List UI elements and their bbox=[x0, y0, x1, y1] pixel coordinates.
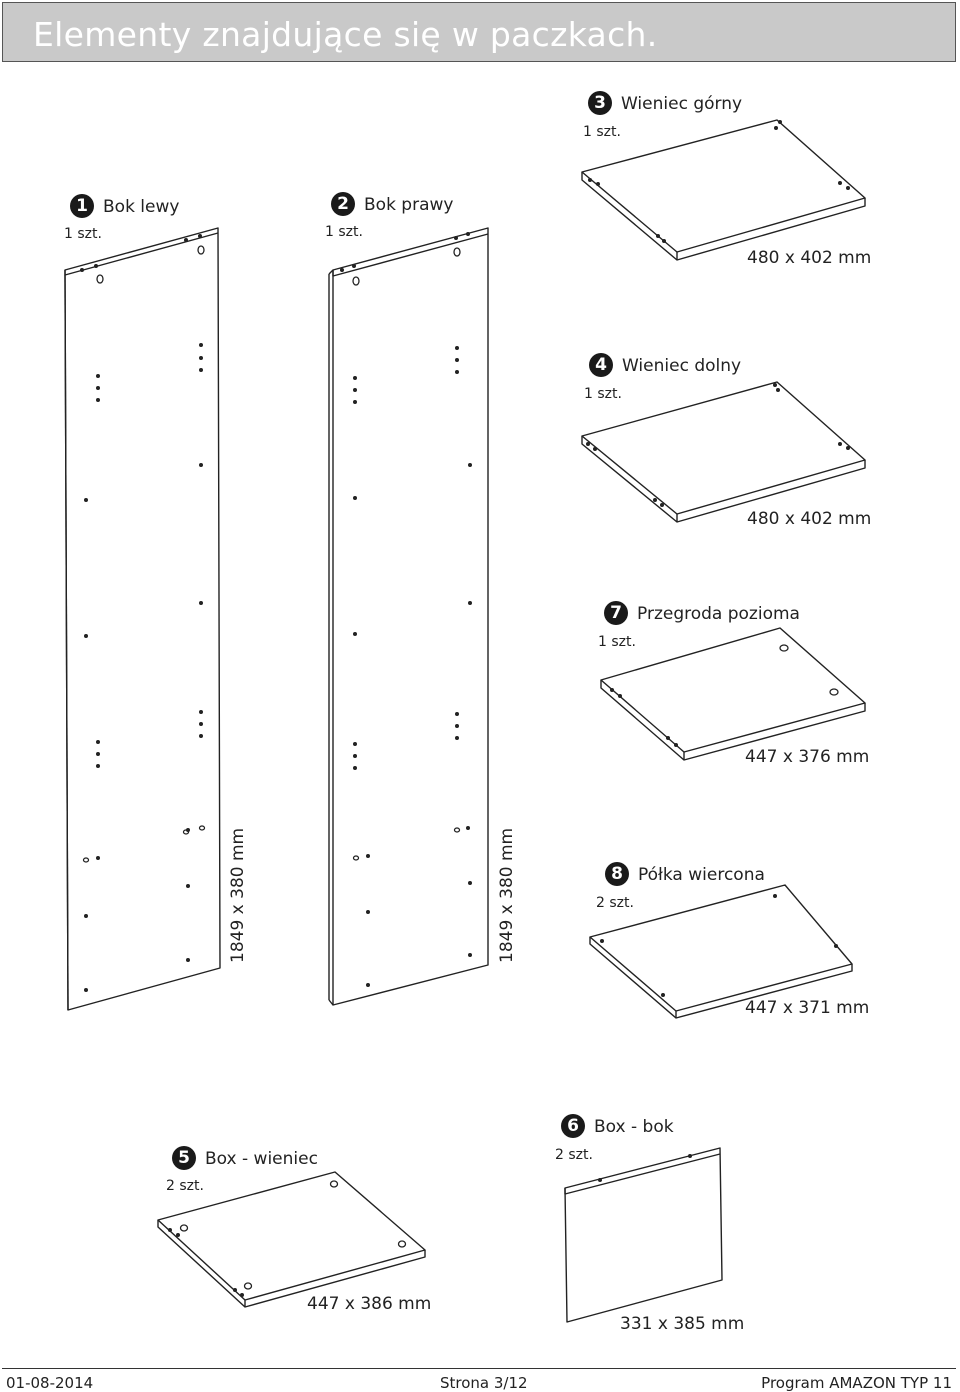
footer-program-name: Program AMAZON TYP 11 bbox=[761, 1374, 952, 1392]
part-number-badge: 6 bbox=[561, 1114, 585, 1138]
part-quantity: 1 szt. bbox=[64, 226, 102, 242]
part-quantity: 1 szt. bbox=[598, 634, 636, 650]
part-quantity: 1 szt. bbox=[583, 124, 621, 140]
part-3-drawing bbox=[581, 119, 866, 261]
part-2-drawing bbox=[328, 227, 489, 1006]
part-dimensions: 331 x 385 mm bbox=[620, 1314, 745, 1334]
part-name-label: Wieniec górny bbox=[621, 94, 743, 114]
page-title: Elementy znajdujące się w paczkach. bbox=[33, 15, 658, 54]
part-quantity: 1 szt. bbox=[325, 224, 363, 240]
part-name-label: Bok prawy bbox=[364, 195, 454, 215]
part-quantity: 2 szt. bbox=[166, 1178, 204, 1194]
part-6-drawing bbox=[564, 1147, 723, 1323]
part-4-drawing bbox=[581, 381, 866, 523]
part-dimensions: 1849 x 380 mm bbox=[497, 827, 517, 963]
part-dimensions: 480 x 402 mm bbox=[747, 509, 872, 529]
part-7-drawing bbox=[600, 627, 866, 761]
part-number-badge: 2 bbox=[331, 192, 355, 216]
part-5-drawing bbox=[157, 1171, 426, 1308]
part-number-badge: 4 bbox=[589, 353, 613, 377]
part-name-label: Box - bok bbox=[594, 1117, 674, 1137]
part-dimensions: 447 x 376 mm bbox=[745, 747, 870, 767]
footer-page-number: Strona 3/12 bbox=[440, 1374, 528, 1392]
part-name-label: Box - wieniec bbox=[205, 1149, 318, 1169]
part-dimensions: 480 x 402 mm bbox=[747, 248, 872, 268]
footer-divider bbox=[2, 1368, 956, 1369]
footer-date: 01-08-2014 bbox=[6, 1374, 94, 1392]
part-dimensions: 447 x 386 mm bbox=[307, 1294, 432, 1314]
part-dimensions: 1849 x 380 mm bbox=[228, 827, 248, 963]
part-quantity: 2 szt. bbox=[555, 1147, 593, 1163]
part-name-label: Przegroda pozioma bbox=[637, 604, 800, 624]
part-quantity: 1 szt. bbox=[584, 386, 622, 402]
part-name-label: Wieniec dolny bbox=[622, 356, 742, 376]
part-name-label: Bok lewy bbox=[103, 197, 180, 217]
part-number-badge: 8 bbox=[605, 862, 629, 886]
part-number-badge: 3 bbox=[588, 91, 612, 115]
part-1-drawing bbox=[64, 227, 221, 1011]
part-name-label: Półka wiercona bbox=[638, 865, 765, 885]
part-number-badge: 7 bbox=[604, 601, 628, 625]
page-header: Elementy znajdujące się w paczkach. bbox=[2, 2, 956, 62]
part-quantity: 2 szt. bbox=[596, 895, 634, 911]
part-number-badge: 5 bbox=[172, 1146, 196, 1170]
part-8-drawing bbox=[589, 884, 853, 1019]
part-number-badge: 1 bbox=[70, 194, 94, 218]
part-dimensions: 447 x 371 mm bbox=[745, 998, 870, 1018]
